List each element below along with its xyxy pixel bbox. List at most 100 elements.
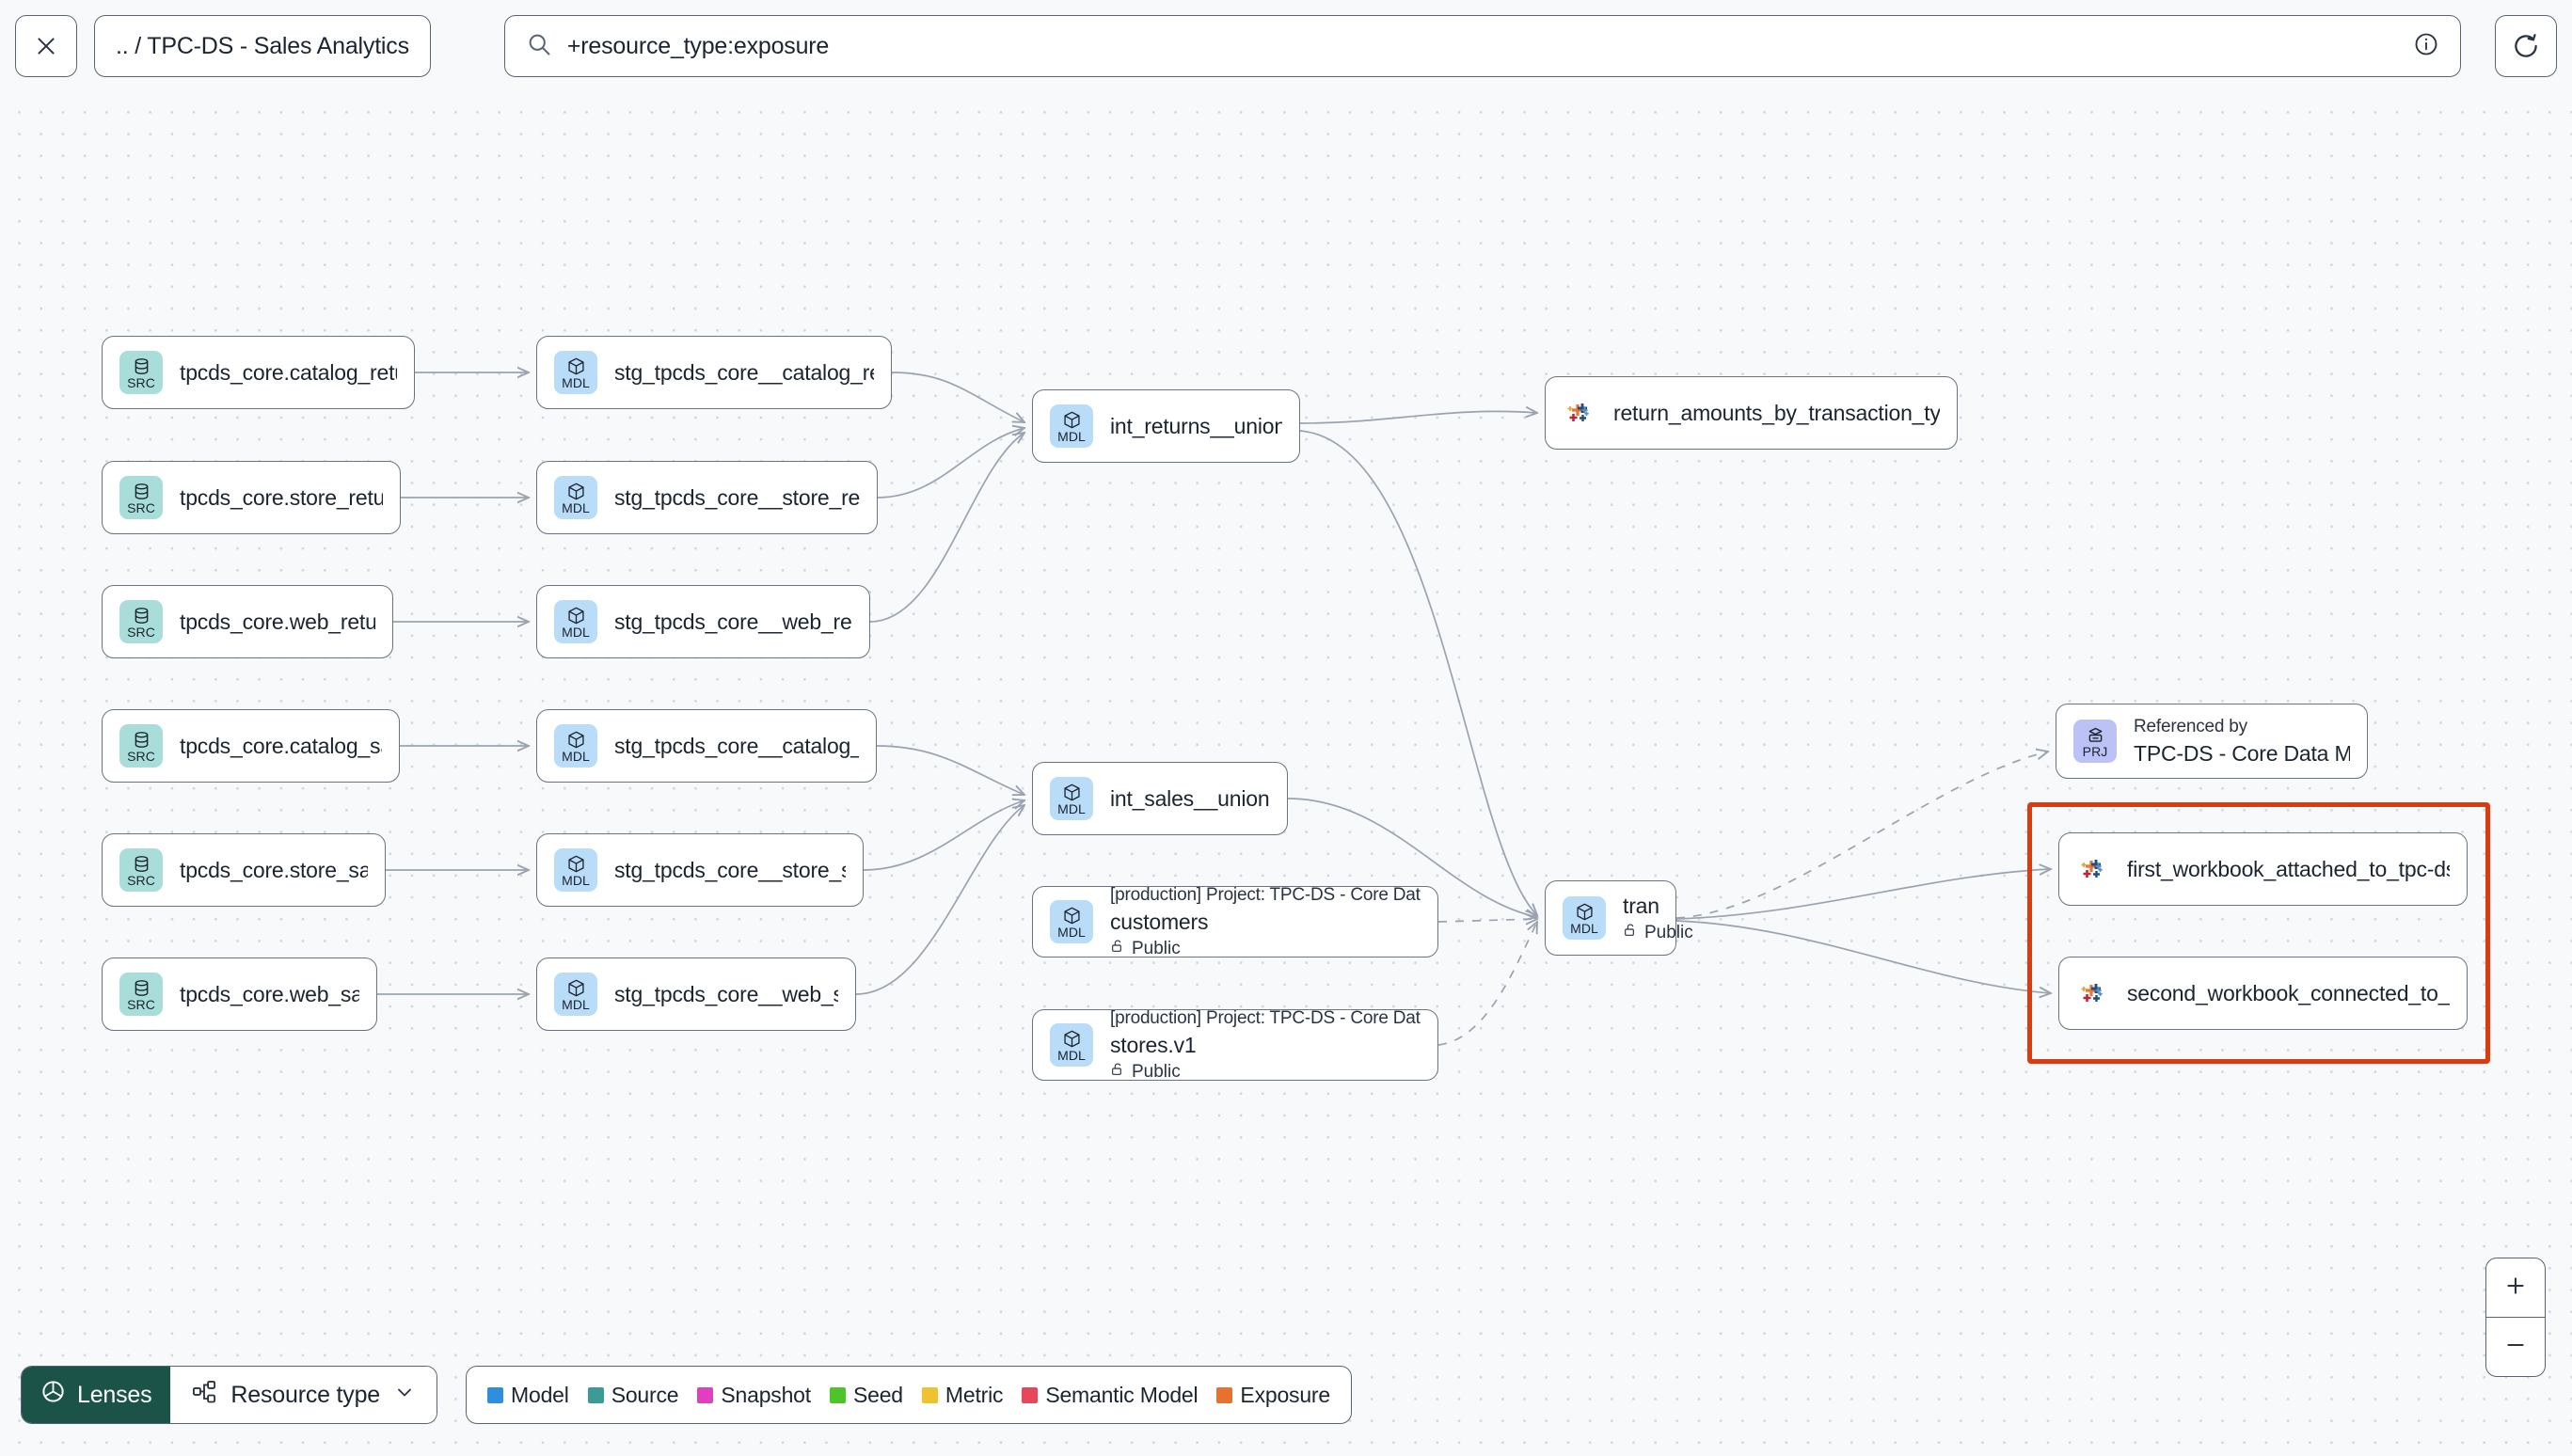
model-badge: MDL <box>554 351 597 394</box>
graph-node-model[interactable]: MDL stg_tpcds_core__catalog_returns <box>536 336 892 409</box>
resource-type-legend: Model Source Snapshot Seed Metric Semant… <box>466 1366 1352 1424</box>
top-toolbar: .. / TPC-DS - Sales Analytics <box>0 0 2572 109</box>
graph-node-exposure[interactable]: second_workbook_connected_to_live… <box>2058 957 2468 1030</box>
node-label: stg_tpcds_core__web_returns <box>614 609 852 634</box>
lenses-button[interactable]: Lenses <box>22 1367 171 1423</box>
legend-item-semantic-model: Semantic Model <box>1022 1383 1199 1408</box>
graph-node-model[interactable]: MDL stg_tpcds_core__web_returns <box>536 585 870 658</box>
resource-type-label: Resource type <box>230 1381 381 1408</box>
legend-label: Snapshot <box>721 1382 811 1407</box>
access-label: Public <box>1132 1061 1181 1082</box>
graph-node-model[interactable]: MDL stg_tpcds_core__store_returns <box>536 461 878 534</box>
badge-code: SRC <box>127 996 155 1012</box>
node-referenced-by-label: Referenced by <box>2134 716 2247 736</box>
search-icon <box>526 31 552 62</box>
model-badge: MDL <box>554 724 597 768</box>
graph-node-source[interactable]: SRC tpcds_core.store_sales <box>102 833 386 907</box>
graph-node-source[interactable]: SRC tpcds_core.web_sales <box>102 957 377 1031</box>
graph-node-model[interactable]: MDL int_sales__unioned <box>1032 762 1288 835</box>
source-badge: SRC <box>119 600 163 643</box>
lens-control-group: Lenses Resource type <box>21 1366 438 1424</box>
node-label: second_workbook_connected_to_live… <box>2127 980 2450 1005</box>
badge-code: MDL <box>562 624 590 640</box>
node-label: tpcds_core.web_returns <box>180 609 375 634</box>
legend-label: Exposure <box>1240 1382 1330 1407</box>
legend-label: Metric <box>945 1382 1004 1407</box>
badge-code: MDL <box>1057 428 1086 444</box>
node-access: Public <box>1623 923 1693 943</box>
info-icon[interactable] <box>2413 31 2439 62</box>
legend-item-source: Source <box>587 1382 679 1408</box>
zoom-in-button[interactable] <box>2486 1258 2545 1317</box>
graph-node-project[interactable]: PRJ Referenced by TPC-DS - Core Data Mod… <box>2056 704 2368 779</box>
node-access: Public <box>1110 939 1421 959</box>
node-label: return_amounts_by_transaction_type <box>1613 400 1940 425</box>
resource-type-dropdown[interactable]: Resource type <box>170 1367 437 1423</box>
badge-code: PRJ <box>2082 743 2108 759</box>
graph-node-source[interactable]: SRC tpcds_core.catalog_returns <box>102 336 415 409</box>
graph-node-model[interactable]: MDL int_returns__unioned <box>1032 389 1300 463</box>
node-project-label: [production] Project: TPC-DS - Core Data… <box>1110 884 1421 905</box>
plus-icon <box>2503 1274 2528 1303</box>
badge-code: MDL <box>562 374 590 390</box>
graph-node-exposure[interactable]: first_workbook_attached_to_tpc-ds_-_… <box>2058 832 2468 906</box>
badge-code: MDL <box>562 996 590 1012</box>
search-input[interactable] <box>566 32 2413 60</box>
breadcrumb[interactable]: .. / TPC-DS - Sales Analytics <box>94 15 431 77</box>
zoom-divider <box>2486 1317 2545 1318</box>
legend-item-metric: Metric <box>921 1382 1004 1408</box>
graph-node-source[interactable]: SRC tpcds_core.catalog_sales <box>102 709 400 783</box>
graph-node-source[interactable]: SRC tpcds_core.web_returns <box>102 585 393 658</box>
model-badge: MDL <box>554 973 597 1016</box>
node-access: Public <box>1110 1062 1421 1083</box>
graph-node-source[interactable]: SRC tpcds_core.store_returns <box>102 461 401 534</box>
unlock-icon <box>1110 1062 1125 1083</box>
badge-code: MDL <box>1570 920 1598 936</box>
legend-label: Seed <box>852 1382 903 1407</box>
node-label: int_returns__unioned <box>1110 413 1282 438</box>
node-label: transactions <box>1623 893 1659 918</box>
legend-label: Source <box>611 1382 679 1407</box>
graph-node-model[interactable]: MDL stg_tpcds_core__catalog_sales <box>536 709 877 783</box>
legend-swatch <box>1022 1386 1039 1403</box>
model-badge: MDL <box>1050 777 1093 820</box>
zoom-out-button[interactable] <box>2486 1318 2545 1376</box>
node-label: stg_tpcds_core__catalog_sales <box>614 733 859 758</box>
badge-code: MDL <box>562 872 590 888</box>
node-label: stg_tpcds_core__web_sales <box>614 981 838 1006</box>
chevron-down-icon <box>393 1381 416 1410</box>
graph-node-model-project[interactable]: MDL [production] Project: TPC-DS - Core … <box>1032 884 1438 959</box>
graph-node-model[interactable]: MDL transactions Public <box>1545 880 1693 956</box>
badge-code: SRC <box>127 872 155 888</box>
badge-code: MDL <box>1057 924 1086 940</box>
node-label: int_sales__unioned <box>1110 785 1270 811</box>
graph-node-exposure[interactable]: return_amounts_by_transaction_type <box>1545 376 1958 450</box>
node-label: customers <box>1110 909 1209 934</box>
legend-swatch <box>697 1386 714 1403</box>
graph-node-model-project[interactable]: MDL [production] Project: TPC-DS - Core … <box>1032 1007 1438 1083</box>
graph-node-model[interactable]: MDL stg_tpcds_core__web_sales <box>536 957 856 1031</box>
node-label: tpcds_core.store_returns <box>180 484 383 510</box>
legend-label: Model <box>511 1382 569 1407</box>
source-badge: SRC <box>119 724 163 768</box>
search-bar[interactable] <box>503 15 2461 77</box>
node-project-label: [production] Project: TPC-DS - Core Data… <box>1110 1007 1421 1028</box>
graph-node-model[interactable]: MDL stg_tpcds_core__store_sales <box>536 833 864 907</box>
aperture-icon <box>40 1379 66 1411</box>
legend-item-seed: Seed <box>829 1382 903 1408</box>
close-icon <box>34 34 58 58</box>
legend-item-model: Model <box>487 1383 569 1408</box>
refresh-button[interactable] <box>2495 15 2557 77</box>
access-label: Public <box>1132 938 1181 958</box>
legend-swatch <box>829 1386 846 1403</box>
bottom-toolbar: Lenses Resource type <box>21 1366 1352 1424</box>
source-badge: SRC <box>119 476 163 519</box>
legend-item-exposure: Exposure <box>1216 1383 1330 1408</box>
badge-code: SRC <box>127 374 155 390</box>
model-badge: MDL <box>554 848 597 892</box>
close-button[interactable] <box>15 15 77 77</box>
legend-swatch <box>587 1386 604 1403</box>
node-label: tpcds_core.web_sales <box>180 981 359 1006</box>
